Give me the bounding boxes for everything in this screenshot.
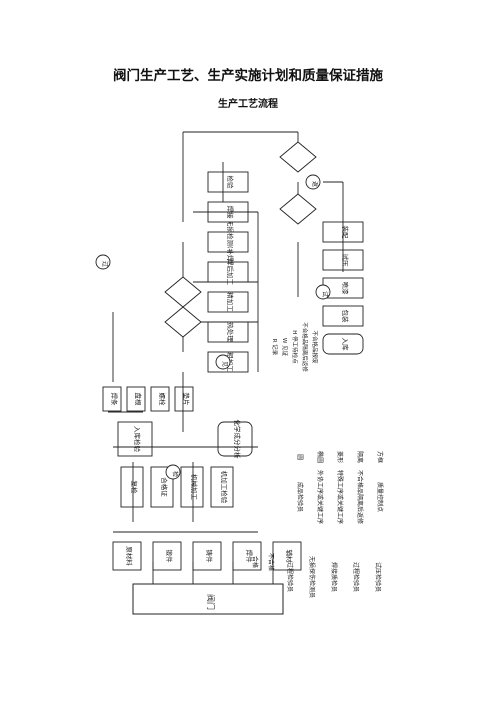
entry-1-label: 化学成分分析 (233, 420, 242, 460)
legend-symbol-0: 圆 (296, 454, 303, 460)
marker-circle-2 (305, 174, 321, 190)
material-0-label: 原材料 (125, 546, 134, 566)
right-3-label: 包装 (341, 310, 350, 324)
material-1-label: 锻件 (165, 550, 174, 564)
side-3-box (174, 386, 194, 412)
note-4: 不合格品报废 (311, 330, 319, 364)
material-4-label: 辅材 (285, 550, 294, 564)
note-0: R 记录 (271, 339, 279, 356)
legend-inspector-3: 过程检验员 (352, 562, 360, 592)
material-3-label: 焊件 (245, 550, 254, 564)
bottom-box-label: 阀门 (206, 594, 216, 610)
side-1-label: 盘根 (134, 393, 143, 407)
left-3-box (210, 466, 234, 508)
side-0-label: 焊条 (110, 393, 119, 407)
center-0-label: 粗加工 (226, 352, 235, 372)
side-0-box (102, 386, 122, 412)
center-2-box (207, 291, 249, 313)
legend-text-4: 质量控制点 (376, 482, 384, 512)
page-subtitle: 生产工艺流程 (218, 99, 278, 110)
flowchart-svg: 阀门 原材料锻件铸件焊件辅材 复检合格证机械加工机加工检验入库检验化学成分分析 … (95, 131, 384, 615)
right-4-label: 入库 (341, 338, 350, 352)
center-4-box (207, 231, 249, 253)
bottom-box-frame (132, 583, 284, 615)
legend-inspector-1: 无损探伤检测员 (308, 556, 316, 598)
left-2-label: 机械加工 (190, 474, 199, 501)
material-4-box (272, 541, 302, 571)
material-2-box (192, 541, 222, 571)
center-3-label: 焊后加工 (226, 259, 235, 286)
material-0-box (112, 541, 142, 571)
materials-row: 原材料 锻件 铸件 焊件 辅材 (112, 541, 302, 571)
marker-circle-4 (165, 464, 181, 480)
entry-1-box (217, 421, 253, 457)
right-1-label: 试压 (341, 254, 350, 268)
right-4-box (322, 333, 364, 355)
legend: 圆成品检验员椭圆外协工序或关键工序菱形特殊工序或关键工序隔离不合格品隔离后返修方… (251, 322, 384, 598)
left-0-box (120, 466, 144, 508)
legend-symbol-3: 隔离 (356, 451, 364, 463)
right-2-label: 喷漆 (341, 282, 350, 296)
legend-symbol-1: 椭圆 (316, 451, 324, 463)
center-1-label: 热处理 (226, 322, 235, 342)
marker-circle-0 (95, 254, 111, 270)
note-1: W 见证 (281, 338, 288, 357)
decision-diamonds (164, 141, 317, 338)
marker-circle-3 (315, 284, 331, 300)
marker-label-1: 见 (221, 361, 228, 367)
legend-inspector-2: 焊接质检员 (330, 562, 338, 592)
left-0-label: 复检 (130, 481, 139, 495)
process-flowchart: 阀门 原材料锻件铸件焊件辅材 复检合格证机械加工机加工检验入库检验化学成分分析 … (83, 122, 413, 617)
center-4-label: 无损检测(补焊) (226, 220, 235, 264)
material-3-box (232, 541, 262, 571)
legend-inspector-4: 试压检验员 (374, 562, 382, 592)
center-2-label: 精加工 (226, 292, 235, 312)
legend-extra-1: 不合格 (267, 553, 275, 571)
entry-0-label: 入库检验 (133, 426, 142, 453)
marker-label-3: 试 (321, 291, 329, 297)
side-2-label: 螺栓 (158, 393, 167, 407)
marker-label-2: 返 (311, 181, 318, 187)
legend-text-0: 成品检验员 (296, 482, 304, 512)
material-2-label: 铸件 (205, 550, 214, 564)
legend-inspector-0: 过程检验员 (286, 562, 294, 592)
left-2-box (180, 466, 204, 508)
side-boxes: 焊条 盘根 螺栓 垫片 (102, 386, 194, 412)
note-3: 不合格品隔离后返修 (301, 322, 309, 372)
left-3-label: 机加工检验 (220, 471, 229, 504)
legend-text-1: 外协工序或关键工序 (316, 470, 324, 524)
legend-extra-0: 合格 (251, 556, 259, 568)
left-column: 复检 合格证 机械加工 机加工检验 入库检验 化学成分分析 (117, 420, 253, 508)
side-3-label: 垫片 (182, 393, 191, 406)
marker-label-0: 过 (101, 261, 109, 267)
marker-circle-1 (215, 354, 231, 370)
circle-markers: 过见 返试检 (95, 174, 331, 480)
side-1-box (126, 386, 146, 412)
legend-text-2: 特殊工序或关键工序 (336, 470, 344, 524)
left-1-label: 合格证 (160, 477, 169, 497)
marker-label-4: 检 (171, 471, 179, 477)
legend-symbol-4: 方框 (376, 451, 384, 463)
material-1-box (152, 541, 182, 571)
center-6-label: 检验 (226, 176, 235, 190)
right-3-box (322, 305, 364, 327)
side-2-box (150, 386, 170, 412)
center-6-box (207, 171, 249, 193)
right-0-label: 装配 (341, 226, 350, 240)
legend-text-3: 不合格品隔离后返修 (356, 470, 364, 524)
entry-0-box (117, 421, 153, 457)
note-2: H 停工待检点 (291, 330, 299, 364)
legend-symbol-2: 菱形 (336, 451, 344, 463)
page-title: 阀门生产工艺、生产实施计划和质量保证措施 (113, 68, 383, 84)
